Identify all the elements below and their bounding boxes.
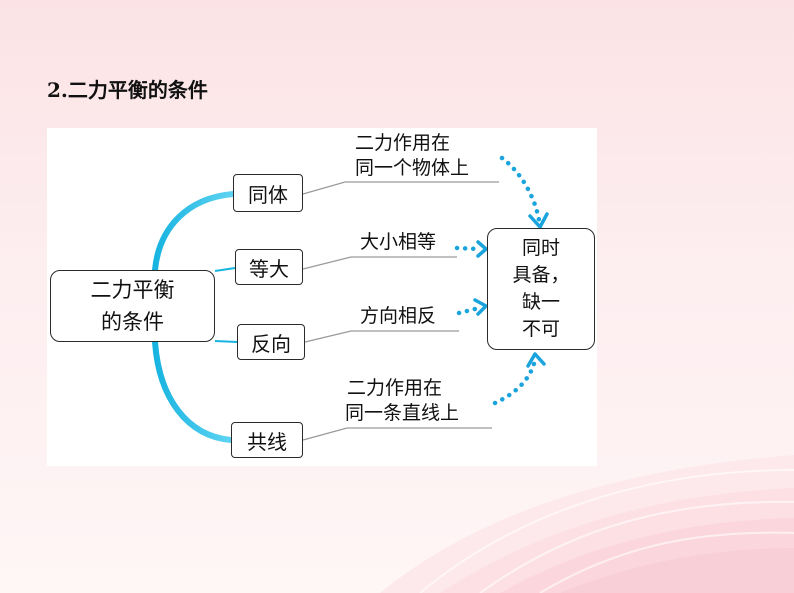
result-line-4: 不可 [521,318,560,340]
main-line-2: 的条件 [101,310,164,334]
branch-box-2: 等大 [235,249,303,285]
branch-curve-top [152,191,236,273]
dotted-arrow-2 [454,245,482,252]
connector-lines [152,155,549,443]
arrowhead-4 [526,352,546,368]
arrowhead-3 [473,298,488,316]
branch-line-3 [214,340,238,343]
underline-2 [302,256,457,270]
arrowhead-2 [476,240,488,258]
branch-line-2 [214,267,236,272]
arrowhead-1 [528,212,549,229]
condition-2: 大小相等 [360,231,437,253]
dotted-arrow-3 [456,305,482,316]
section-heading: 2.二力平衡的条件 [47,78,208,102]
result-box: 同时 具备， 缺一 不可 [487,228,595,350]
underline-3 [304,330,459,343]
branch-curve-bottom [152,339,234,443]
condition-3: 方向相反 [360,305,437,327]
condition-1-line-1: 二力作用在 [355,132,451,154]
diagram-panel: 二力平衡 的条件 同体 等大 反向 共线 二力作用在 同一个物体上 大小相等 方… [47,128,597,466]
result-line-3: 缺一 [521,291,560,313]
branch-box-3: 反向 [237,324,305,360]
branch-box-1: 同体 [233,174,303,212]
underline-1 [302,181,499,195]
result-line-1: 同时 [521,237,560,259]
dotted-arrow-4 [492,357,538,406]
main-concept-box: 二力平衡 的条件 [50,270,215,342]
branch-box-4: 共线 [231,422,303,458]
condition-4-line-2: 同一条直线上 [345,402,460,424]
condition-4-line-1: 二力作用在 [347,377,443,399]
dotted-arrow-1 [499,155,542,223]
result-line-2: 具备， [512,264,570,286]
main-line-1: 二力平衡 [90,278,175,302]
underline-4 [302,427,492,441]
condition-1-line-2: 同一个物体上 [355,157,470,179]
